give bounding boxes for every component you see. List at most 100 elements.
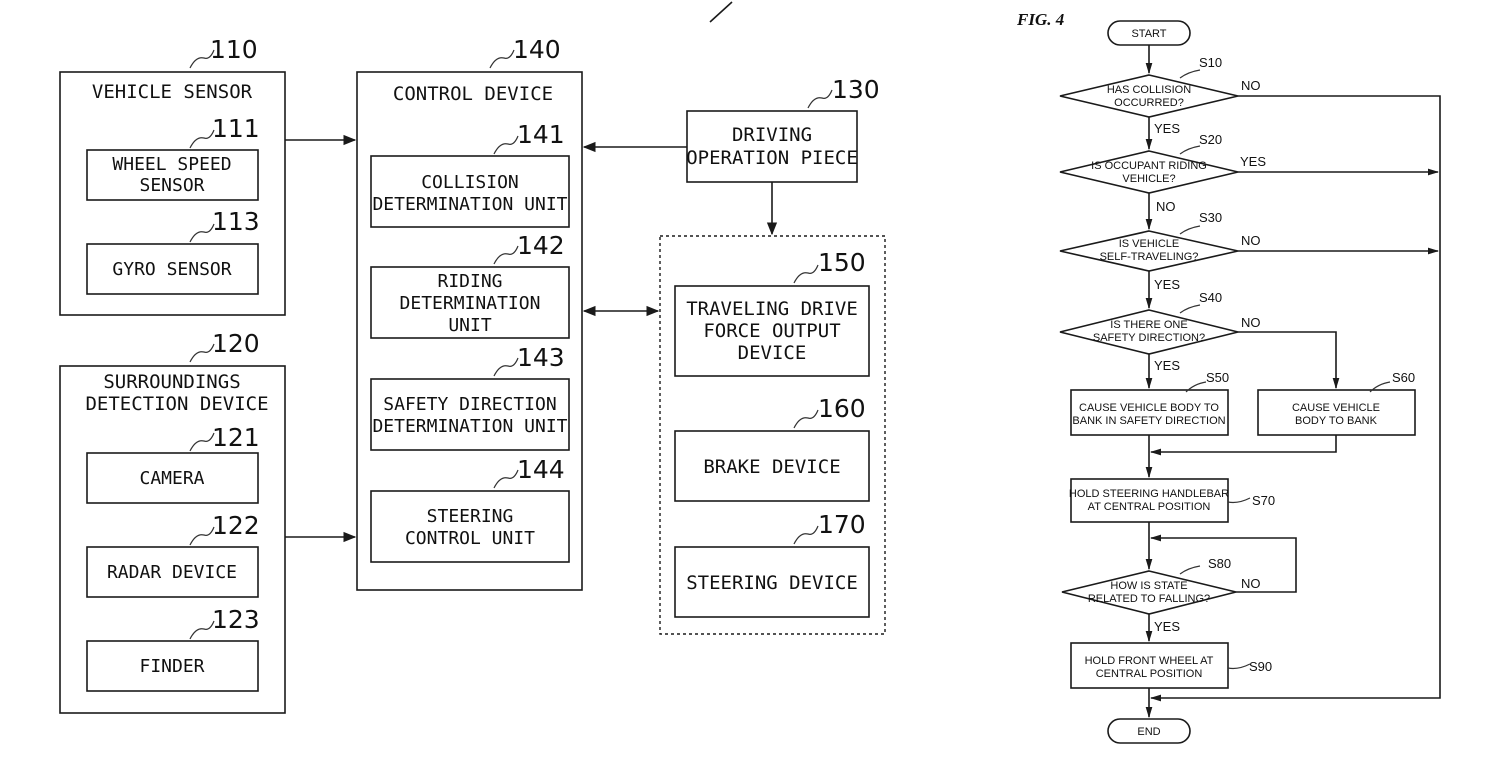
ref-120: 120	[212, 329, 260, 358]
ref-leader	[793, 264, 819, 284]
figure-label: FIG. 4	[1016, 10, 1064, 29]
ref-160: 160	[818, 394, 866, 423]
s70-process	[1070, 478, 1229, 523]
ref-122: 122	[212, 511, 260, 540]
s10-no: NO	[1241, 78, 1261, 93]
s90-text-2: CENTRAL POSITION	[1096, 668, 1203, 680]
s30-no: NO	[1241, 233, 1261, 248]
safety-label-1: SAFETY DIRECTION	[383, 394, 556, 415]
flowchart: FIG. 4 START HAS COLLISION OCCURRED? S10…	[1016, 10, 1441, 744]
s10-text-1: HAS COLLISION	[1107, 84, 1191, 96]
ref-leader	[189, 223, 215, 243]
s30-text-2: SELF-TRAVELING?	[1100, 251, 1199, 263]
end-label: END	[1137, 726, 1160, 738]
camera-label: CAMERA	[139, 468, 204, 489]
s80-step: S80	[1208, 556, 1231, 571]
riding-label-1: RIDING	[437, 271, 502, 292]
ref-111: 111	[212, 114, 260, 143]
ref-leader	[793, 409, 819, 429]
s40-text-1: IS THERE ONE	[1110, 319, 1187, 331]
traveling-drive-block: TRAVELING DRIVE FORCE OUTPUT DEVICE 150	[674, 248, 870, 377]
s70-text-2: AT CENTRAL POSITION	[1088, 501, 1211, 513]
ref-130: 130	[832, 75, 880, 104]
s90-step: S90	[1249, 659, 1272, 674]
ref-leader	[189, 129, 215, 149]
s80-yes: YES	[1154, 619, 1180, 634]
end-terminal	[1107, 718, 1191, 744]
s80-no-loop	[1149, 534, 1297, 593]
driving-op-label-2: OPERATION PIECE	[686, 147, 858, 169]
wheel-speed-sensor-box	[86, 149, 259, 201]
output-devices-dashed-group	[659, 235, 886, 635]
ref-leader	[189, 526, 215, 546]
camera-box	[86, 452, 259, 504]
ref-110: 110	[210, 35, 258, 64]
steering-ctrl-label-2: CONTROL UNIT	[405, 528, 535, 549]
s30-step: S30	[1199, 210, 1222, 225]
safety-label-2: DETERMINATION UNIT	[372, 416, 567, 437]
s20-no: NO	[1156, 199, 1176, 214]
ref-leader	[189, 49, 215, 69]
step-leader	[1227, 497, 1251, 504]
s40-no: NO	[1241, 315, 1261, 330]
s60-text-1: CAUSE VEHICLE	[1292, 402, 1380, 414]
s80-text-1: HOW IS STATE	[1110, 580, 1187, 592]
step-leader	[1185, 381, 1207, 393]
vehicle-sensor-title: VEHICLE SENSOR	[92, 81, 253, 103]
s20-decision	[1059, 150, 1239, 194]
s40-step: S40	[1199, 290, 1222, 305]
finder-label: FINDER	[139, 656, 204, 677]
gyro-sensor-label: GYRO SENSOR	[112, 259, 231, 280]
control-device-title: CONTROL DEVICE	[393, 83, 553, 105]
s60-text-2: BODY TO BANK	[1295, 415, 1378, 427]
ref-150: 150	[818, 248, 866, 277]
ref-142: 142	[517, 231, 565, 260]
s50-text-1: CAUSE VEHICLE BODY TO	[1079, 402, 1219, 414]
riding-label-2: DETERMINATION	[400, 293, 541, 314]
s60-merge-line	[1149, 435, 1337, 456]
ref-leader	[807, 89, 833, 109]
ref-leader	[189, 620, 215, 640]
finder-box	[86, 640, 259, 692]
bypass-to-end	[1149, 95, 1441, 702]
step-leader	[1179, 225, 1201, 235]
step-leader	[1179, 565, 1201, 575]
ref-leader	[189, 343, 215, 363]
surroundings-title-1: SURROUNDINGS	[103, 371, 240, 393]
s50-step: S50	[1206, 370, 1229, 385]
driving-op-label-1: DRIVING	[732, 124, 812, 146]
step-leader	[1179, 145, 1201, 155]
step-leader	[1179, 69, 1201, 79]
riding-unit-box	[370, 266, 570, 339]
safety-direction-unit-box	[370, 378, 570, 451]
steering-device-box	[674, 546, 870, 618]
ref-143: 143	[517, 343, 565, 372]
radar-device-box	[86, 546, 259, 598]
traveling-drive-box	[674, 285, 870, 377]
s20-text-1: IS OCCUPANT RIDING	[1091, 160, 1207, 172]
s70-step: S70	[1252, 493, 1275, 508]
s70-text-1: HOLD STEERING HANDLEBAR	[1069, 488, 1229, 500]
s60-step: S60	[1392, 370, 1415, 385]
s40-text-2: SAFETY DIRECTION?	[1093, 332, 1205, 344]
gyro-sensor-box	[86, 243, 259, 295]
ref-leader	[493, 135, 519, 155]
ref-170: 170	[818, 510, 866, 539]
steering-device-block: STEERING DEVICE 170	[674, 510, 870, 618]
traveling-label-2: FORCE OUTPUT	[703, 320, 840, 342]
s20-yes: YES	[1240, 154, 1266, 169]
traveling-label-3: DEVICE	[738, 342, 807, 364]
steering-control-unit-box	[370, 490, 570, 563]
traveling-label-1: TRAVELING DRIVE	[686, 298, 858, 320]
s80-no: NO	[1241, 576, 1261, 591]
start-label: START	[1131, 28, 1166, 40]
brake-device-label: BRAKE DEVICE	[703, 456, 840, 478]
ref-leader	[189, 432, 215, 452]
s90-text-1: HOLD FRONT WHEEL AT	[1085, 655, 1214, 667]
s10-decision	[1059, 74, 1239, 118]
step-leader	[1179, 304, 1201, 314]
s80-text-2: RELATED TO FALLING?	[1088, 593, 1210, 605]
riding-label-3: UNIT	[448, 315, 492, 336]
s40-yes: YES	[1154, 358, 1180, 373]
